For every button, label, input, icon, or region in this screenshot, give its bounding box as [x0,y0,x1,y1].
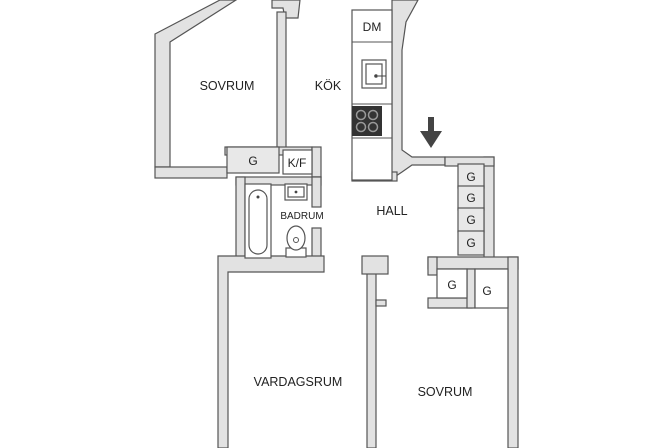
wall-closet-left [427,256,438,276]
storage-label-4: G [466,213,475,227]
room-label-bedroom-bottom: SOVRUM [418,385,473,399]
room-label-living: VARDAGSRUM [254,375,343,389]
wall-living-top [217,255,325,448]
wall-closet-divider [466,268,476,309]
storage-label-3: G [466,191,475,205]
wall-bath-left [235,176,246,263]
closet-left [436,268,468,299]
wall-hall-pillar [361,255,389,275]
wall-bath-right-lower [311,227,322,259]
room-label-bathroom: BADRUM [280,211,323,222]
room-label-hall: HALL [376,204,407,218]
storage-units [226,146,509,309]
wardrobe-3 [457,207,485,233]
wall-bedroom-kitchen-divider [276,11,287,149]
room-label-kitchen: KÖK [315,79,342,93]
labels: SOVRUM KÖK BADRUM HALL VARDAGSRUM SOVRUM… [200,20,492,399]
storage-label-1: G [248,154,257,168]
wall-bedroom2-right [507,256,519,448]
storage-label-2: G [466,170,475,184]
fixture-label-fridge: K/F [288,156,307,170]
kitchen-counter [351,9,393,181]
arrow-down-icon [420,117,442,148]
stove-icon [352,106,382,136]
fixture-label-dishwasher: DM [363,20,382,34]
wall-kitchen-right [389,0,446,182]
wall-wardrobe-right [483,156,495,264]
fridge-box [282,149,313,175]
wardrobe-4 [457,230,485,256]
storage-label-5: G [466,236,475,250]
room-label-bedroom-top: SOVRUM [200,79,255,93]
wall-pillar-notch [375,299,387,307]
closet-right [474,268,509,309]
wall-fridge-right [311,146,322,178]
wall-closet-bottom [427,297,473,309]
wall-bedroom2-top [427,256,519,270]
bathroom-fixtures [244,183,308,259]
storage-label-7: G [482,284,491,298]
wall-living-right [366,267,377,448]
wall-bedroom-bottom [154,166,228,179]
storage-label-6: G [447,278,456,292]
wall-bath-right [311,176,322,208]
kitchen-fixtures [351,9,393,181]
storage-box-fridge-area [226,146,280,174]
